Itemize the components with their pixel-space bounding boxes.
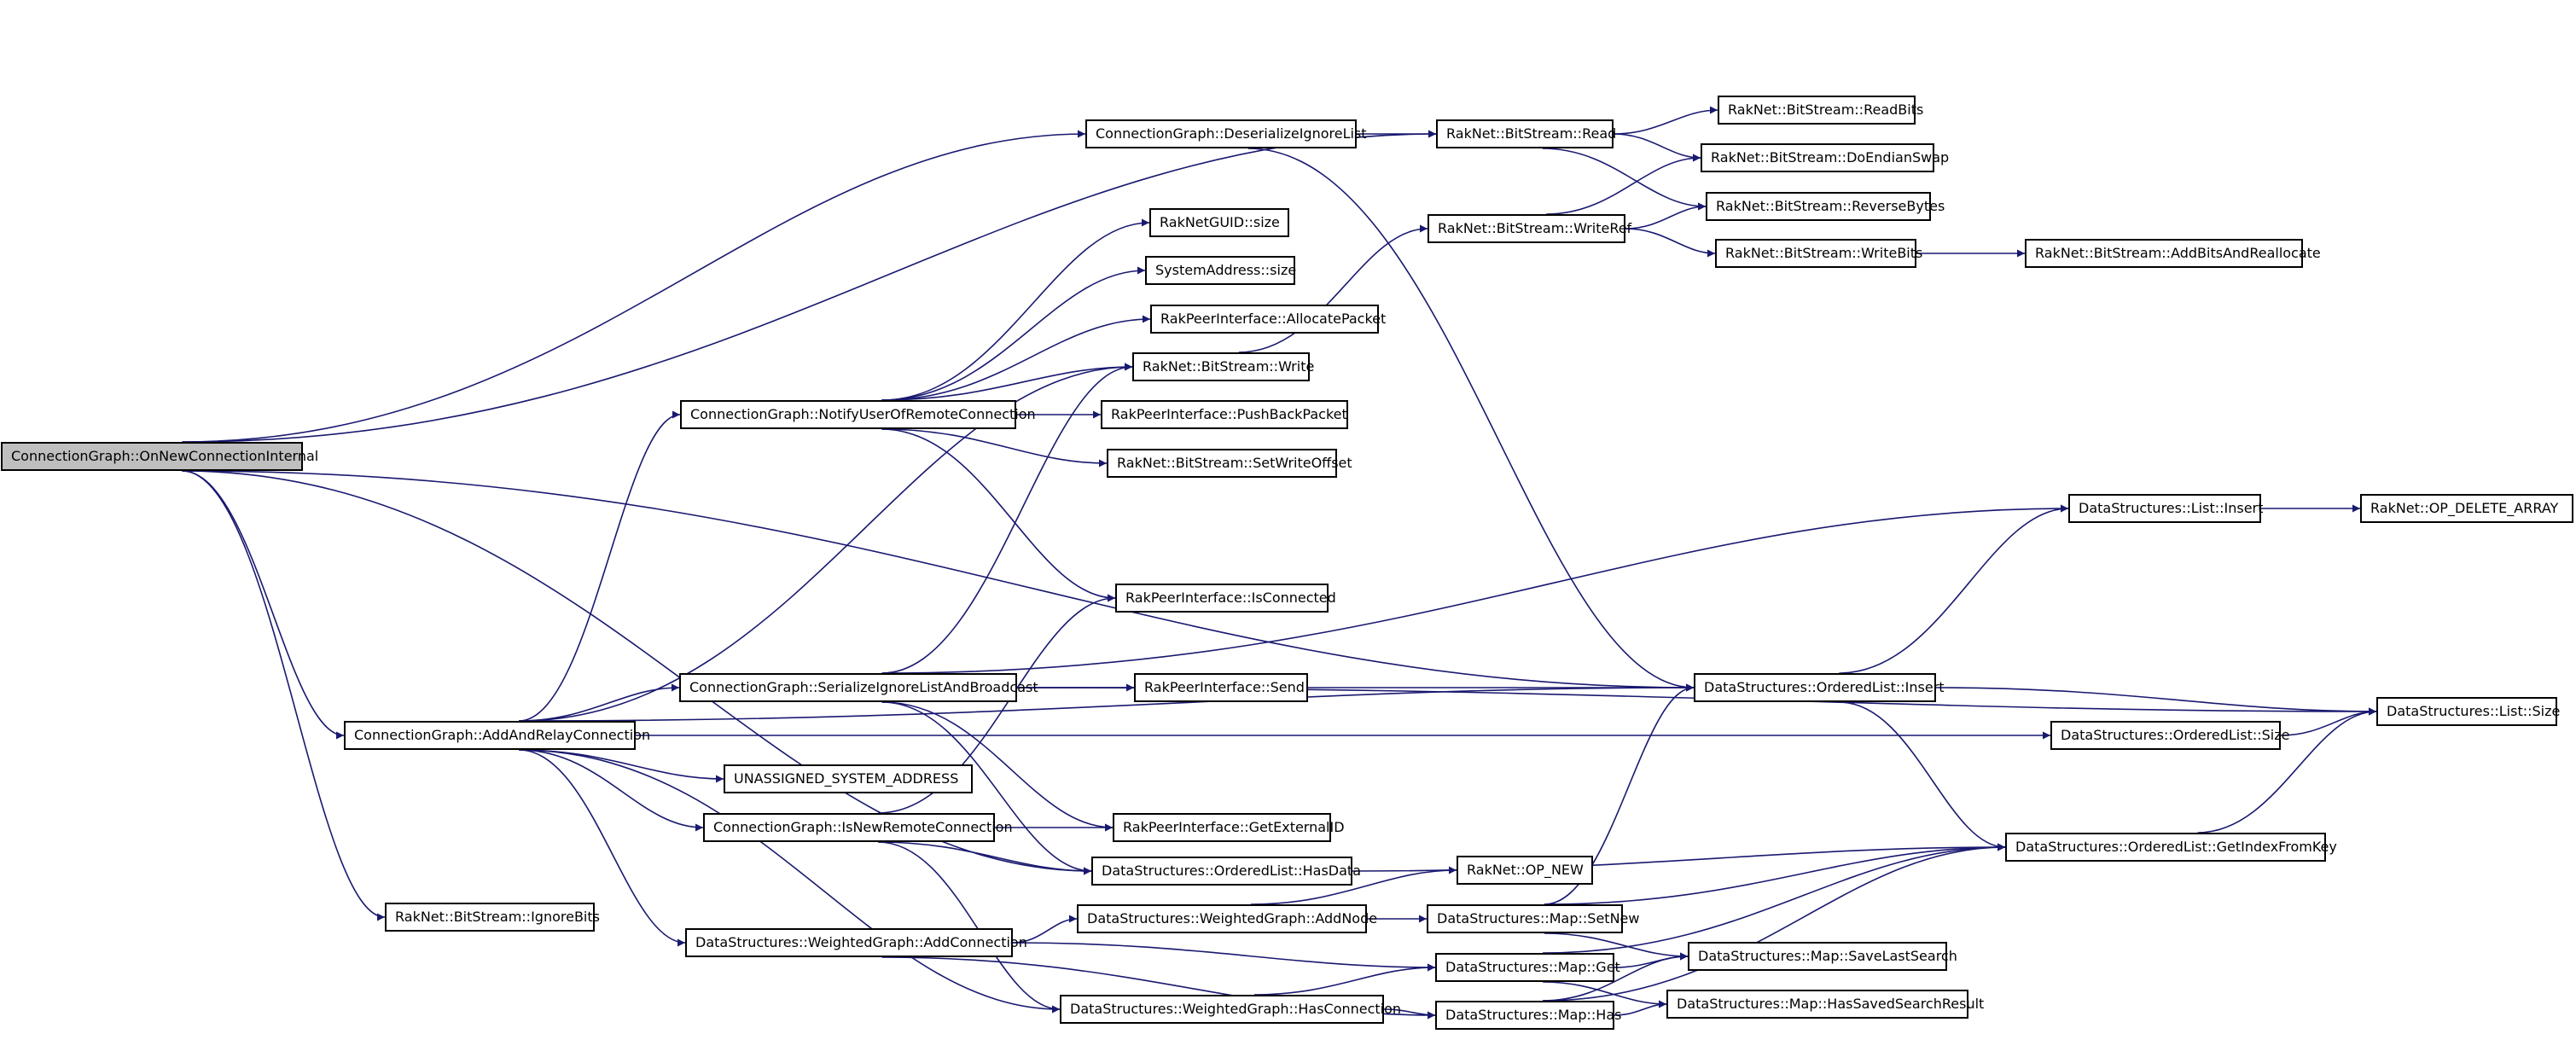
edge-addAndRelay-to-addConnection — [519, 749, 686, 947]
edge-addAndRelay-to-bitStreamWrite — [519, 363, 1133, 722]
edge-notifyUser-to-setWriteOffset — [881, 428, 1108, 468]
node-bitstream-readbits[interactable]: RakNet::BitStream::ReadBits — [1718, 96, 1923, 125]
edge-onNewConnectionInternal-to-ignoreBits — [182, 470, 386, 921]
node-bitstream-read[interactable]: RakNet::BitStream::Read — [1436, 119, 1616, 148]
edge-hasConnection-to-mapHas — [1383, 1008, 1436, 1019]
edge-onNewConnectionInternal-to-deserializeIgnoreList — [182, 130, 1086, 443]
node-orderedlist-insert[interactable]: DataStructures::OrderedList::Insert — [1694, 673, 1945, 702]
edge-getIndexFromKey-to-listSize — [2197, 707, 2377, 834]
node-bitstream-ignorebits[interactable]: RakNet::BitStream::IgnoreBits — [385, 903, 600, 932]
edge-isNewRemote-to-hasData — [878, 841, 1092, 875]
node-rakpeer-pushbackpacket[interactable]: RakPeerInterface::PushBackPacket — [1101, 400, 1348, 429]
edge-addNode-to-opNew — [1250, 866, 1457, 905]
edge-bitStreamWrite-to-writeRef — [1238, 224, 1428, 353]
edge-orderedListInsert-to-listSize — [1935, 687, 2377, 716]
edge-addConnection-to-mapGet — [1012, 942, 1436, 972]
edge-isNewRemote-to-isConnected — [878, 594, 1116, 814]
node-bitstream-doendianswap[interactable]: RakNet::BitStream::DoEndianSwap — [1701, 143, 1949, 172]
node-rakpeer-allocatepacket[interactable]: RakPeerInterface::AllocatePacket — [1150, 305, 1386, 334]
edge-mapGet-to-saveLastSearch — [1614, 952, 1689, 968]
node-bitstream-addbitsandreallocate[interactable]: RakNet::BitStream::AddBitsAndReallocate — [2025, 239, 2321, 268]
node-op-new[interactable]: RakNet::OP_NEW — [1457, 856, 1593, 885]
edge-bitStreamRead-to-doEndianSwap — [1613, 133, 1701, 162]
edge-serializeIgnore-to-getExternalId — [881, 701, 1114, 832]
edge-notifyUser-to-allocatePacket — [881, 315, 1151, 401]
edge-onNewConnectionInternal-to-addAndRelay — [182, 470, 345, 740]
edge-writeRef-to-reverseBytes — [1625, 202, 1707, 229]
edge-addAndRelay-to-serializeIgnore — [519, 683, 680, 722]
node-add-and-relay-connection[interactable]: ConnectionGraph::AddAndRelayConnection — [344, 721, 650, 750]
edge-notifyUser-to-systemAddressSize — [881, 266, 1146, 401]
node-notify-user-of-remote-connection[interactable]: ConnectionGraph::NotifyUserOfRemoteConne… — [680, 400, 1036, 429]
edge-writeRef-to-doEndianSwap — [1546, 154, 1701, 215]
edge-onNewConnectionInternal-to-orderedListInsert — [182, 470, 1695, 692]
node-map-hassavedsearchresult[interactable]: DataStructures::Map::HasSavedSearchResul… — [1666, 990, 1984, 1019]
node-list-insert[interactable]: DataStructures::List::Insert — [2068, 494, 2263, 523]
edge-serializeIgnore-to-listInsert — [881, 504, 2069, 674]
node-rakpeer-send[interactable]: RakPeerInterface::Send — [1134, 673, 1308, 702]
node-bitstream-setwriteoffset[interactable]: RakNet::BitStream::SetWriteOffset — [1107, 449, 1352, 478]
edge-bitStreamRead-to-readBits — [1613, 106, 1718, 135]
node-map-setnew[interactable]: DataStructures::Map::SetNew — [1427, 904, 1639, 933]
node-rakpeer-getexternalid[interactable]: RakPeerInterface::GetExternalID — [1113, 813, 1345, 842]
edge-addAndRelay-to-isNewRemote — [519, 749, 704, 832]
edge-notifyUser-to-guidSize — [881, 218, 1150, 401]
node-op-delete-array[interactable]: RakNet::OP_DELETE_ARRAY — [2360, 494, 2573, 523]
edge-mapHas-to-getIndexFromKey — [1542, 843, 2006, 1002]
edge-addAndRelay-to-hasConnection — [519, 749, 1061, 1014]
node-bitstream-writeref[interactable]: RakNet::BitStream::WriteRef — [1428, 214, 1631, 243]
edge-serializeIgnore-to-bitStreamWrite — [881, 363, 1133, 674]
edge-hasConnection-to-mapGet — [1253, 963, 1436, 996]
edge-onNewConnectionInternal-to-bitStreamRead — [182, 130, 1437, 443]
node-on-new-connection-internal: ConnectionGraph::OnNewConnectionInternal — [1, 442, 318, 471]
edge-serializeIgnore-to-hasData — [881, 701, 1092, 875]
node-map-get[interactable]: DataStructures::Map::Get — [1435, 953, 1620, 982]
edge-writeRef-to-writeBits — [1625, 228, 1716, 258]
node-orderedlist-hasdata[interactable]: DataStructures::OrderedList::HasData — [1091, 857, 1361, 886]
node-rakpeer-isconnected[interactable]: RakPeerInterface::IsConnected — [1115, 584, 1336, 613]
edge-orderedListInsert-to-getIndexFromKey — [1839, 701, 2006, 851]
node-map-savelastsearch[interactable]: DataStructures::Map::SaveLastSearch — [1688, 942, 1957, 971]
edge-mapGet-to-hasSavedSearch — [1542, 981, 1667, 1008]
edge-mapSetNew-to-orderedListInsert — [1544, 683, 1695, 905]
edge-orderedListInsert-to-listInsert — [1839, 504, 2069, 674]
node-list-size[interactable]: DataStructures::List::Size — [2376, 697, 2560, 726]
node-orderedlist-size[interactable]: DataStructures::OrderedList::Size — [2050, 721, 2289, 750]
edge-addAndRelay-to-notifyUser — [519, 410, 681, 722]
node-weightedgraph-hasconnection[interactable]: DataStructures::WeightedGraph::HasConnec… — [1060, 995, 1401, 1024]
node-bitstream-write[interactable]: RakNet::BitStream::Write — [1132, 352, 1314, 381]
node-deserialize-ignore-list[interactable]: ConnectionGraph::DeserializeIgnoreList — [1085, 119, 1367, 148]
edge-isNewRemote-to-hasConnection — [878, 841, 1061, 1014]
edge-onNewConnectionInternal-to-hasData — [182, 470, 1092, 875]
edge-mapSetNew-to-getIndexFromKey — [1544, 843, 2006, 905]
node-systemaddress-size[interactable]: SystemAddress::size — [1145, 256, 1296, 285]
edge-addConnection-to-addNode — [1012, 915, 1078, 944]
node-bitstream-writebits[interactable]: RakNet::BitStream::WriteBits — [1715, 239, 1922, 268]
edge-addAndRelay-to-orderedListInsert — [519, 683, 1695, 722]
edge-orderedListSize-to-listSize — [2280, 707, 2377, 736]
edge-notifyUser-to-bitStreamWrite — [881, 363, 1133, 401]
edge-notifyUser-to-isConnected — [881, 428, 1116, 602]
edge-bitStreamRead-to-reverseBytes — [1542, 148, 1707, 211]
edge-mapHas-to-hasSavedSearch — [1614, 1000, 1667, 1016]
edge-mapGet-to-getIndexFromKey — [1542, 843, 2006, 954]
edge-deserializeIgnoreList-to-orderedListInsert — [1247, 148, 1695, 692]
node-map-has[interactable]: DataStructures::Map::Has — [1435, 1001, 1621, 1030]
edge-mapSetNew-to-saveLastSearch — [1544, 932, 1689, 961]
edge-mapHas-to-saveLastSearch — [1542, 952, 1689, 1002]
node-serialize-ignore-list-and-broadcast[interactable]: ConnectionGraph::SerializeIgnoreListAndB… — [679, 673, 1038, 702]
node-raknetguid-size[interactable]: RakNetGUID::size — [1149, 208, 1289, 237]
node-weightedgraph-addnode[interactable]: DataStructures::WeightedGraph::AddNode — [1077, 904, 1377, 933]
node-unassigned-system-address[interactable]: UNASSIGNED_SYSTEM_ADDRESS — [724, 764, 973, 793]
node-bitstream-reversebytes[interactable]: RakNet::BitStream::ReverseBytes — [1706, 192, 1945, 221]
node-orderedlist-getindexfromkey[interactable]: DataStructures::OrderedList::GetIndexFro… — [2005, 833, 2337, 862]
edge-hasData-to-getIndexFromKey — [1352, 843, 2006, 872]
node-weightedgraph-addconnection[interactable]: DataStructures::WeightedGraph::AddConnec… — [685, 928, 1027, 957]
node-is-new-remote-connection[interactable]: ConnectionGraph::IsNewRemoteConnection — [703, 813, 1013, 842]
